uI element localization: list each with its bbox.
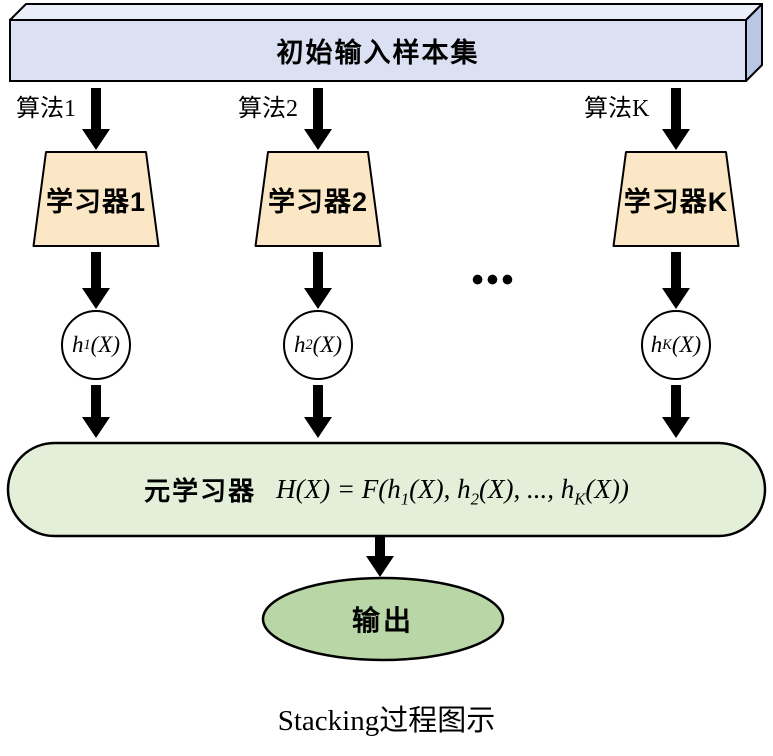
hypothesis-arg: (X) [312, 332, 342, 357]
ellipsis-dots: ••• [471, 261, 517, 299]
formula-term-arg: (X), ..., [479, 474, 561, 504]
down-arrow [662, 88, 690, 150]
formula-term-arg: (X) [585, 474, 620, 504]
output-label: 输出 [351, 605, 414, 636]
meta-learner-stadium [6, 441, 767, 538]
hypothesis-base: h [294, 332, 306, 357]
hypothesis-base: h [650, 332, 663, 357]
formula-term-sub: 2 [470, 489, 480, 509]
formula-tail: ) [619, 474, 629, 504]
hypothesis-circle [61, 310, 131, 380]
learner-label-k: 学习器K [623, 186, 729, 217]
down-arrow [82, 88, 110, 150]
formula-head: H(X) = F( [276, 474, 388, 504]
learner-trapezoid [612, 151, 740, 247]
formula-term-base: h [560, 474, 575, 504]
hypothesis-base: h [72, 332, 84, 357]
dataset-box-top-face [9, 3, 763, 21]
formula-term-arg: (X), [409, 474, 458, 504]
dataset-box-label: 初始输入样本集 [276, 38, 480, 68]
diagram-caption: Stacking过程图示 [277, 705, 496, 737]
algorithm-label-2: 算法2 [238, 96, 298, 122]
learner-trapezoid [254, 151, 382, 247]
down-arrow [82, 385, 110, 438]
meta-learner-formula: H(X) = F(h1(X), h2(X), ..., hK(X)) [276, 474, 629, 509]
dataset-box-front-face [9, 19, 747, 82]
down-arrow [304, 88, 332, 150]
formula-term-base: h [387, 474, 401, 504]
formula-term-sub: 1 [400, 489, 410, 509]
down-arrow [304, 385, 332, 438]
algorithm-label-k: 算法K [584, 96, 650, 122]
learner-label-2: 学习器2 [267, 186, 369, 217]
learner-trapezoid [32, 151, 160, 247]
hypothesis-arg: (X) [671, 332, 702, 357]
hypothesis-circle [283, 310, 353, 380]
meta-learner-label: 元学习器 [144, 476, 257, 506]
hypothesis-arg: (X) [90, 332, 120, 357]
algorithm-label-1: 算法1 [16, 96, 76, 122]
output-ellipse [261, 576, 505, 662]
formula-term-base: h [457, 474, 471, 504]
formula-term-sub: K [574, 489, 586, 509]
learner-label-1: 学习器1 [45, 186, 147, 217]
hypothesis-circle [641, 310, 711, 380]
down-arrow [304, 252, 332, 309]
down-arrow [662, 252, 690, 309]
down-arrow [662, 385, 690, 438]
down-arrow [366, 537, 394, 577]
down-arrow [82, 252, 110, 309]
meta-learner-content: 元学习器 H(X) = F(h1(X), h2(X), ..., hK(X)) [8, 443, 765, 536]
